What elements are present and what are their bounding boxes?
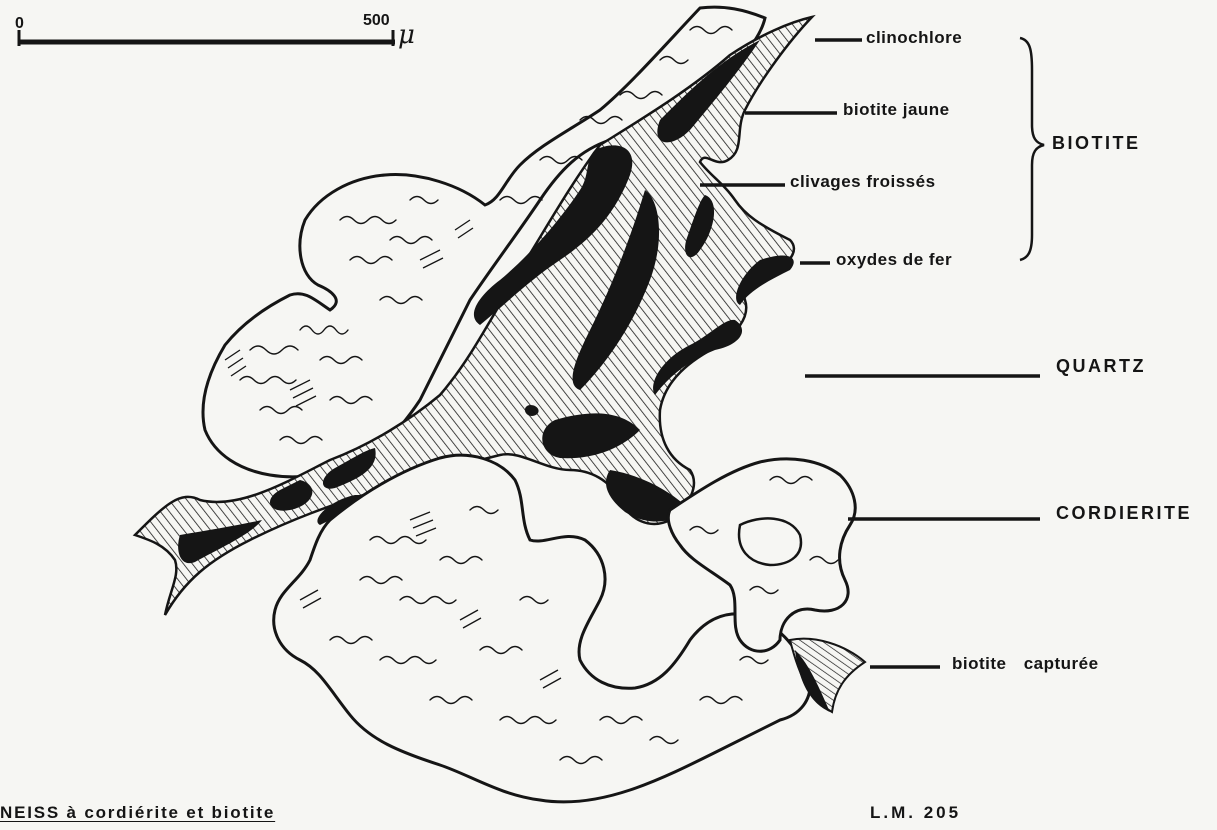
label-biotite-capturee: biotite capturée xyxy=(952,654,1099,674)
label-biotite-jaune: biotite jaune xyxy=(843,100,950,120)
figure-caption: NEISS à cordiérite et biotite xyxy=(0,803,275,823)
label-biotite-group: BIOTITE xyxy=(1052,133,1141,154)
scale-bar xyxy=(18,30,395,46)
label-clivages-froisses: clivages froissés xyxy=(790,172,936,192)
scale-unit-label: μ xyxy=(398,20,415,50)
scale-end-label: 500 xyxy=(363,12,390,30)
label-clinochlore: clinochlore xyxy=(866,28,962,48)
biotite-bracket xyxy=(1020,38,1044,260)
label-quartz: QUARTZ xyxy=(1056,356,1146,377)
cordierite-hole xyxy=(739,518,801,565)
label-oxydes-de-fer: oxydes de fer xyxy=(836,250,952,270)
scale-start-label: 0 xyxy=(15,15,24,33)
label-cordierite: CORDIERITE xyxy=(1056,503,1192,524)
sample-reference: L.M. 205 xyxy=(870,803,961,823)
